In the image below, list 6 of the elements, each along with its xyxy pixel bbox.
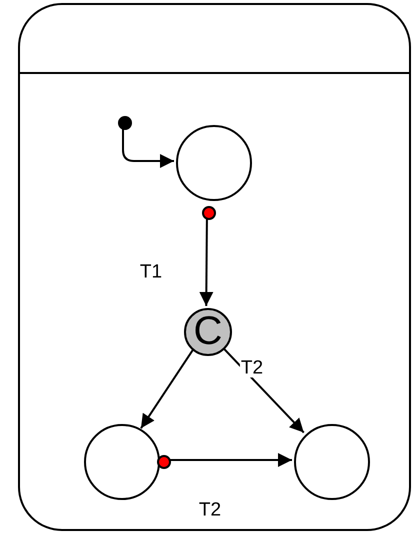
transition-arrow xyxy=(122,128,174,168)
transition-arrow xyxy=(199,218,214,306)
state-container xyxy=(18,3,411,531)
transition-arrow xyxy=(169,453,292,467)
transition-arrow xyxy=(140,349,194,429)
edge-label: T2 xyxy=(240,358,264,378)
